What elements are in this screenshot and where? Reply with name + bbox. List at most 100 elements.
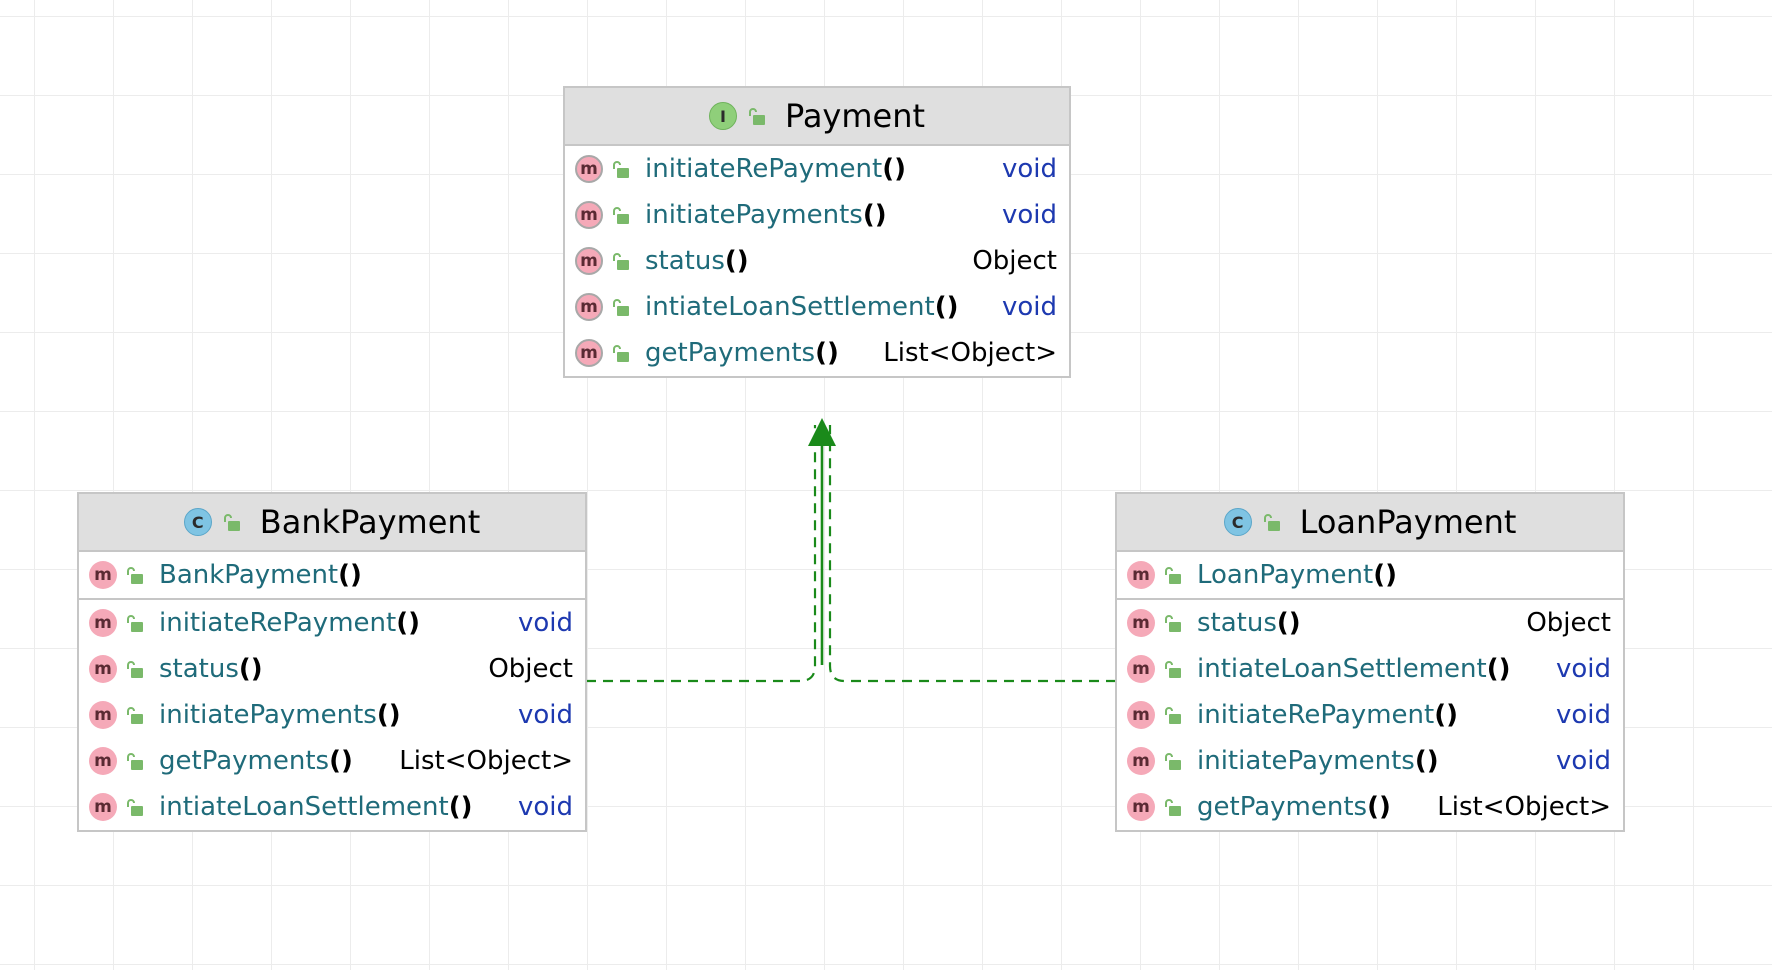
payment-title: Payment <box>784 97 926 135</box>
public-lock-icon <box>1165 799 1181 816</box>
bankpayment-header: C BankPayment <box>79 494 585 552</box>
method-icon: m <box>1127 561 1155 589</box>
method-icon: m <box>575 155 603 183</box>
class-icon: C <box>1223 508 1252 536</box>
method-parens: () <box>329 746 353 776</box>
method-parens: () <box>1373 560 1397 590</box>
method-name: intiateLoanSettlement <box>645 292 935 322</box>
public-lock-icon <box>127 753 143 770</box>
method-icon: m <box>1127 609 1155 637</box>
public-lock-icon <box>1165 707 1181 724</box>
return-type: void <box>1001 200 1057 230</box>
method-icon: m <box>575 293 603 321</box>
realization-edge-loan <box>828 425 1116 683</box>
method-parens: () <box>724 246 749 276</box>
public-lock-icon <box>127 799 143 816</box>
method-name: BankPayment <box>159 560 339 590</box>
return-type: void <box>517 700 573 730</box>
bankpayment-title: BankPayment <box>259 503 481 541</box>
method-parens: () <box>396 608 420 638</box>
method-name: initiatePayments <box>1197 746 1415 776</box>
method-name: initiatePayments <box>645 200 863 230</box>
member-row[interactable]: m status() Object <box>565 238 1069 284</box>
return-type: void <box>1001 154 1057 184</box>
method-parens: () <box>882 154 906 184</box>
public-lock-icon <box>613 253 629 270</box>
public-lock-icon <box>1165 661 1181 678</box>
member-row[interactable]: m initiateRePayment() void <box>79 600 585 646</box>
method-icon: m <box>1127 793 1155 821</box>
method-name: status <box>1197 608 1277 638</box>
method-icon: m <box>89 609 117 637</box>
return-type: Object <box>972 246 1057 276</box>
method-icon: m <box>89 747 117 775</box>
method-parens: () <box>1367 792 1391 822</box>
public-lock-icon <box>1263 514 1280 531</box>
public-lock-icon <box>1165 753 1181 770</box>
method-name: getPayments <box>645 338 816 368</box>
method-parens: () <box>1486 654 1511 684</box>
method-icon: m <box>1127 747 1155 775</box>
method-parens: () <box>338 560 362 590</box>
method-name: initiateRePayment <box>1197 700 1435 730</box>
inheritance-arrowhead <box>808 418 836 446</box>
method-name: intiateLoanSettlement <box>159 792 449 822</box>
method-parens: () <box>238 654 263 684</box>
method-parens: () <box>934 292 959 322</box>
method-parens: () <box>862 200 887 230</box>
method-name: status <box>159 654 239 684</box>
public-lock-icon <box>127 661 143 678</box>
method-icon: m <box>575 247 603 275</box>
method-icon: m <box>575 201 603 229</box>
public-lock-icon <box>223 514 240 531</box>
method-icon: m <box>1127 701 1155 729</box>
method-name: intiateLoanSettlement <box>1197 654 1487 684</box>
return-type: void <box>1001 292 1057 322</box>
return-type: List<Object> <box>883 338 1057 368</box>
method-name: getPayments <box>159 746 330 776</box>
payment-header: I Payment <box>565 88 1069 146</box>
return-type: void <box>517 608 573 638</box>
method-parens: () <box>376 700 401 730</box>
method-parens: () <box>815 338 839 368</box>
return-type: Object <box>1526 608 1611 638</box>
public-lock-icon <box>1165 615 1181 632</box>
public-lock-icon <box>127 707 143 724</box>
public-lock-icon <box>127 567 143 584</box>
method-name: initiateRePayment <box>159 608 397 638</box>
member-row[interactable]: m intiateLoanSettlement() void <box>565 284 1069 330</box>
method-icon: m <box>89 793 117 821</box>
return-type: void <box>1555 654 1611 684</box>
method-name: status <box>645 246 725 276</box>
class-icon: C <box>183 508 212 536</box>
public-lock-icon <box>613 161 629 178</box>
method-parens: () <box>1434 700 1458 730</box>
member-row[interactable]: m initiatePayments() void <box>565 192 1069 238</box>
return-type: List<Object> <box>1437 792 1611 822</box>
public-lock-icon <box>613 345 629 362</box>
